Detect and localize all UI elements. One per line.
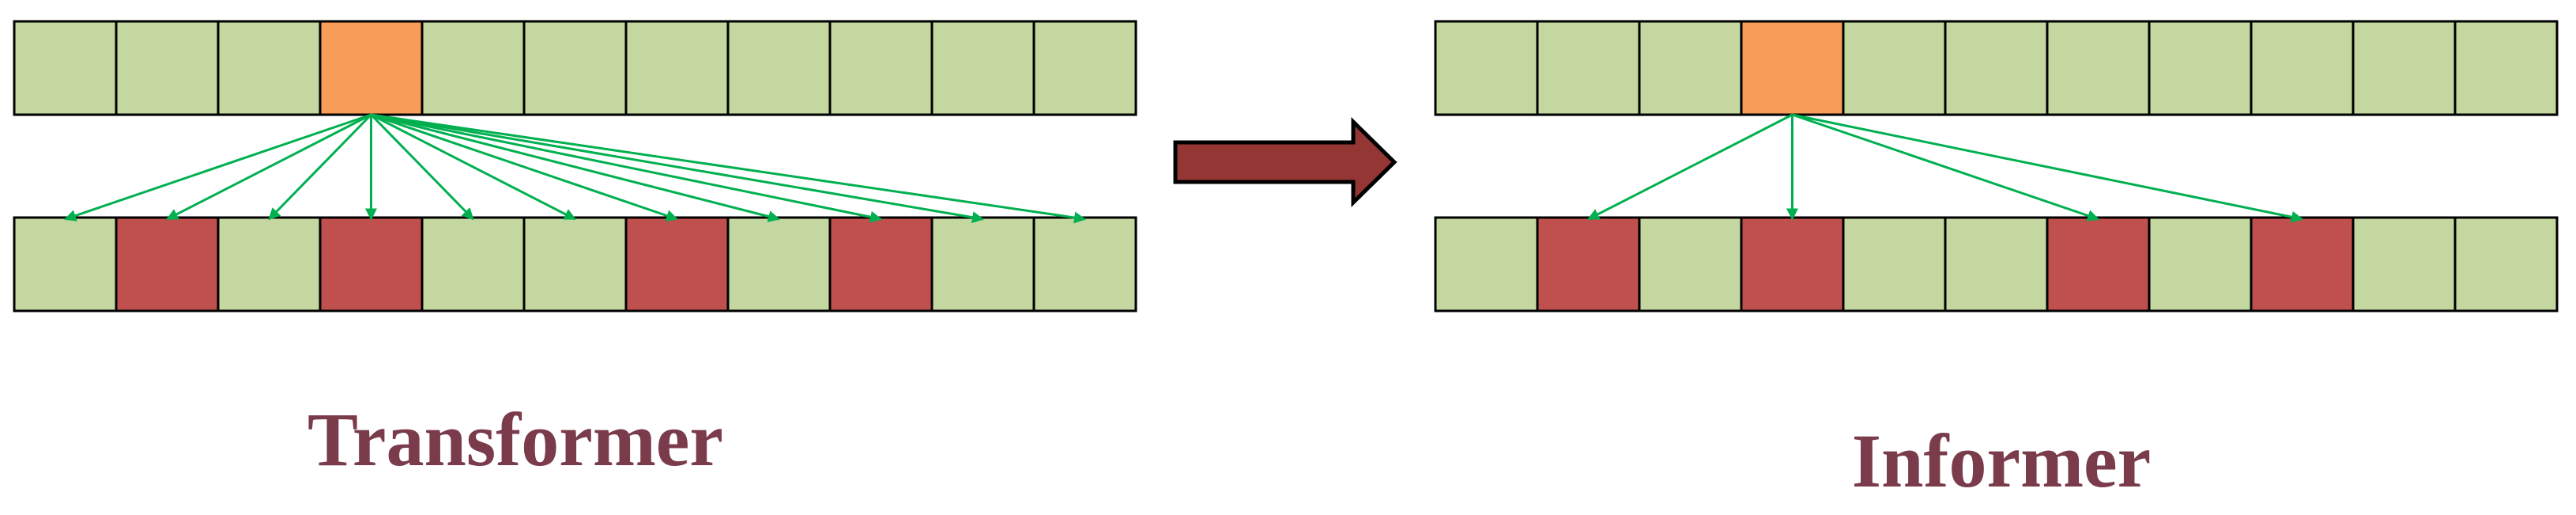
key-row-default-cell — [726, 216, 832, 312]
query-row-default-cell — [2046, 20, 2151, 116]
key-row-default-cell — [2453, 216, 2559, 312]
key-row-default-cell — [1032, 216, 1137, 312]
right-arrow-icon — [1173, 117, 1397, 207]
key-row-default-cell — [2148, 216, 2253, 312]
query-row-default-cell — [2352, 20, 2457, 116]
key-row-default-cell — [1842, 216, 1947, 312]
query-row-default-cell — [13, 20, 118, 116]
query-row-query-cell — [319, 20, 424, 116]
attention-arrow — [1587, 113, 1793, 221]
query-row-default-cell — [522, 20, 628, 116]
attention-arrow — [268, 113, 372, 221]
key-row-default-cell — [522, 216, 628, 312]
attention-arrow — [370, 113, 576, 221]
key-row-default-cell — [1638, 216, 1743, 312]
key-row-default-cell — [1434, 216, 1539, 312]
key-row-selected-cell — [115, 216, 220, 312]
query-row-default-cell — [1842, 20, 1947, 116]
key-row-default-cell — [930, 216, 1035, 312]
informer-panel — [1434, 20, 2559, 312]
attention-arrow — [371, 113, 780, 222]
key-row-selected-cell — [319, 216, 424, 312]
query-row-default-cell — [2250, 20, 2355, 116]
query-row-default-cell — [828, 20, 933, 116]
transformer-panel — [13, 20, 1137, 312]
query-row-default-cell — [2148, 20, 2253, 116]
key-row-default-cell — [421, 216, 526, 312]
query-row-default-cell — [930, 20, 1035, 116]
query-row-default-cell — [1434, 20, 1539, 116]
attention-arrow — [371, 113, 984, 224]
attention-arrow — [371, 113, 882, 223]
attention-arrow — [370, 113, 474, 221]
attention-arrow — [371, 113, 1086, 224]
query-row-default-cell — [1032, 20, 1137, 116]
query-row-default-cell — [1536, 20, 1641, 116]
query-row-default-cell — [726, 20, 832, 116]
attention-arrow — [371, 113, 678, 222]
key-row-default-cell — [13, 216, 118, 312]
query-row-default-cell — [2453, 20, 2559, 116]
key-row-default-cell — [217, 216, 322, 312]
key-row-selected-cell — [2250, 216, 2355, 312]
key-row-selected-cell — [1740, 216, 1845, 312]
attention-arrow — [166, 113, 372, 221]
query-row-default-cell — [1944, 20, 2049, 116]
attention-arrow — [1792, 113, 2099, 222]
query-row-default-cell — [421, 20, 526, 116]
query-row-query-cell — [1740, 20, 1845, 116]
attention-arrow — [64, 113, 372, 222]
key-row-selected-cell — [2046, 216, 2151, 312]
transformer-caption: Transformer — [307, 397, 724, 482]
key-row-default-cell — [2352, 216, 2457, 312]
key-row-selected-cell — [828, 216, 933, 312]
query-row-default-cell — [115, 20, 220, 116]
query-row-default-cell — [1638, 20, 1743, 116]
query-row-default-cell — [624, 20, 730, 116]
key-row-selected-cell — [624, 216, 730, 312]
informer-caption: Informer — [1851, 418, 2152, 503]
query-row-default-cell — [217, 20, 322, 116]
key-row-default-cell — [1944, 216, 2049, 312]
key-row-selected-cell — [1536, 216, 1641, 312]
attention-arrow — [1792, 113, 2303, 223]
